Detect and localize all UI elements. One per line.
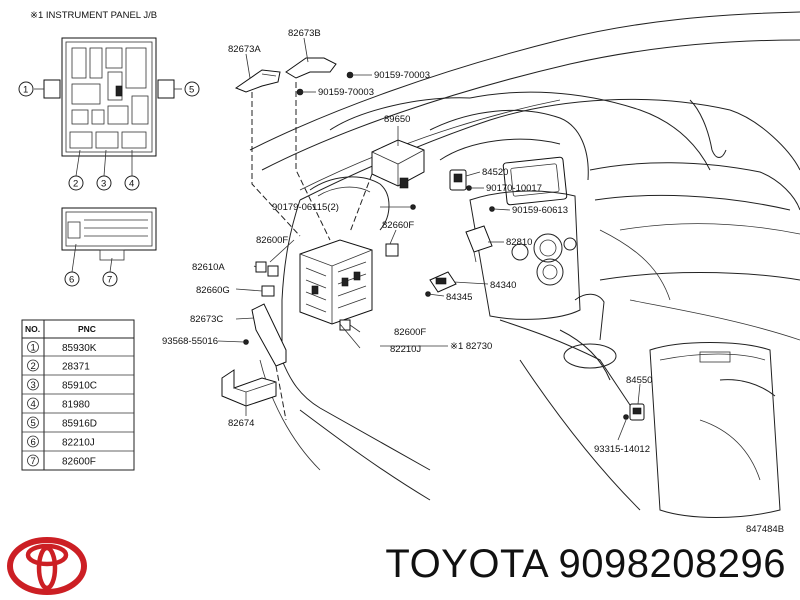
table-row: 1 85930K: [27, 341, 97, 354]
bracket-82674: [221, 369, 277, 407]
brand-part-number: TOYOTA 9098208296: [385, 542, 786, 586]
bracket-82673b: [285, 57, 337, 79]
svg-text:7: 7: [107, 275, 112, 286]
svg-text:6: 6: [69, 275, 74, 286]
callout-90170-10017: 90170-10017: [486, 183, 542, 194]
callout-84340: 84340: [490, 280, 516, 291]
relay-82600f-upper: [267, 265, 279, 277]
callout-84520: 84520: [482, 167, 508, 178]
location-lines: [251, 82, 373, 421]
callout-82730: ※1 82730: [450, 341, 492, 352]
bracket-82673a: [234, 69, 281, 93]
toyota-logo-icon: [7, 537, 87, 595]
circle-number-2: 2: [68, 175, 84, 191]
callout-82600f-lower: 82600F: [394, 327, 426, 338]
svg-text:1: 1: [31, 343, 36, 354]
svg-text:3: 3: [31, 380, 36, 391]
switch-84340: [429, 271, 457, 293]
switch-84550: [629, 403, 645, 421]
svg-text:5: 5: [31, 418, 36, 429]
table-row: 2 28371: [27, 359, 90, 373]
circle-number-5: 5: [184, 81, 200, 97]
callout-90159-70003-a: 90159-70003: [374, 70, 430, 81]
module-89650: [371, 139, 425, 189]
svg-text:2: 2: [31, 361, 36, 372]
svg-text:82210J: 82210J: [62, 438, 95, 449]
callout-93568-55016: 93568-55016: [162, 336, 218, 347]
callout-82660f: 82660F: [382, 220, 414, 231]
callout-90179-06115: 90179-06115(2): [272, 202, 339, 213]
callout-82660g: 82660G: [196, 285, 230, 296]
svg-text:81980: 81980: [62, 400, 90, 411]
relay-82660g: [261, 285, 275, 297]
svg-text:3: 3: [101, 179, 106, 190]
callout-93315-14012: 93315-14012: [594, 444, 650, 455]
callout-82673a: 82673A: [228, 44, 261, 55]
callout-82210j: 82210J: [390, 344, 421, 355]
callout-82673b: 82673B: [288, 28, 321, 39]
inset-title: ※1 INSTRUMENT PANEL J/B: [30, 10, 157, 21]
pnc-table: NO. PNC 1 85930K 2 28371 3 85910C 4 8198…: [21, 319, 135, 471]
svg-text:28371: 28371: [62, 362, 90, 373]
junction-box-bottom: [61, 207, 157, 251]
relay-82600f-lower: [339, 319, 351, 331]
callout-84550: 84550: [626, 375, 652, 386]
table-row: 3 85910C: [27, 378, 97, 392]
relay-82660f: [385, 243, 399, 257]
bracket-82673c: [251, 303, 287, 367]
callout-labels: 82673A 82673B 90159-70003 90159-70003 89…: [162, 28, 784, 535]
circle-number-6: 6: [64, 271, 80, 287]
svg-text:82600F: 82600F: [62, 457, 96, 468]
callout-89650: 89650: [384, 114, 410, 125]
svg-text:1: 1: [23, 85, 28, 96]
relay-82610a: [255, 261, 267, 273]
circle-number-3: 3: [96, 175, 112, 191]
circle-number-1: 1: [18, 81, 34, 97]
relay-82810: [465, 225, 493, 263]
table-header-pnc: PNC: [78, 324, 96, 334]
svg-text:2: 2: [73, 179, 78, 190]
drawing-code: 847484B: [746, 524, 784, 535]
circle-number-4: 4: [124, 175, 140, 191]
svg-text:4: 4: [31, 399, 36, 410]
svg-text:85910C: 85910C: [62, 381, 97, 392]
table-row: 7 82600F: [27, 454, 96, 468]
svg-text:5: 5: [189, 85, 194, 96]
svg-text:7: 7: [31, 456, 36, 467]
junction-block-main: [299, 239, 373, 325]
callout-82810: 82810: [506, 237, 532, 248]
table-row: 4 81980: [27, 397, 90, 411]
table-row: 5 85916D: [27, 416, 97, 430]
callout-90159-70003-b: 90159-70003: [318, 87, 374, 98]
callout-82673c: 82673C: [190, 314, 223, 325]
callout-82610a: 82610A: [192, 262, 225, 273]
callout-leaders: [217, 37, 641, 441]
callout-90159-60613: 90159-60613: [512, 205, 568, 216]
svg-text:85930K: 85930K: [62, 343, 97, 354]
brand-footer: TOYOTA 9098208296: [0, 520, 800, 600]
junction-box-top: [61, 37, 157, 157]
table-header-no: NO.: [25, 324, 40, 334]
callout-84345: 84345: [446, 292, 472, 303]
circle-number-7: 7: [102, 271, 118, 287]
svg-text:85916D: 85916D: [62, 419, 97, 430]
table-row: 6 82210J: [27, 435, 95, 449]
dashboard-outline: [249, 11, 800, 518]
svg-text:4: 4: [129, 179, 134, 190]
callout-82600f-upper: 82600F: [256, 235, 288, 246]
callout-82674: 82674: [228, 418, 254, 429]
junction-box-inset: ※1 INSTRUMENT PANEL J/B: [18, 10, 200, 287]
switch-84520: [449, 169, 467, 191]
svg-text:6: 6: [31, 437, 36, 448]
